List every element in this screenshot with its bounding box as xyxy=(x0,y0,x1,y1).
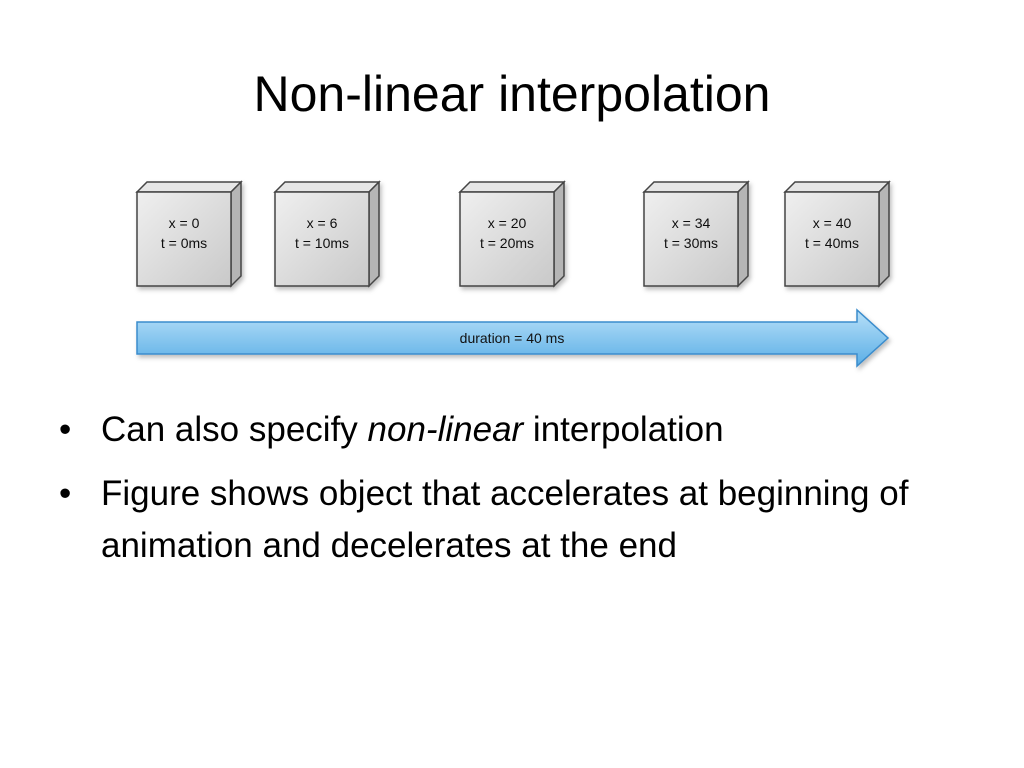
keyframe-t-label: t = 10ms xyxy=(295,235,349,251)
keyframe-t-label: t = 30ms xyxy=(664,235,718,251)
keyframe-x-label: x = 34 xyxy=(672,215,711,231)
bullet-icon: • xyxy=(59,410,72,449)
bullet-2-text: Figure shows object that accelerates at … xyxy=(101,474,909,565)
keyframe-x-label: x = 0 xyxy=(169,215,200,231)
keyframe-box: x = 0 t = 0ms xyxy=(135,180,243,288)
keyframe-box: x = 40 t = 40ms xyxy=(783,180,891,288)
bullet-list: • Can also specify non-linear interpolat… xyxy=(56,404,976,584)
keyframe-t-label: t = 40ms xyxy=(805,235,859,251)
bullet-1-text-b: interpolation xyxy=(523,410,724,449)
bullet-icon: • xyxy=(59,474,72,513)
bullet-item-2: • Figure shows object that accelerates a… xyxy=(56,468,976,572)
slide-title: Non-linear interpolation xyxy=(253,66,771,122)
keyframe-x-label: x = 20 xyxy=(488,215,527,231)
keyframe-box: x = 34 t = 30ms xyxy=(642,180,750,288)
keyframe-box: x = 6 t = 10ms xyxy=(273,180,381,288)
duration-label: duration = 40 ms xyxy=(460,330,565,346)
bullet-1-emphasis: non-linear xyxy=(367,410,524,449)
duration-arrow xyxy=(136,308,890,368)
keyframe-x-label: x = 6 xyxy=(307,215,338,231)
keyframe-t-label: t = 20ms xyxy=(480,235,534,251)
bullet-1-text-a: Can also specify xyxy=(101,410,368,449)
keyframe-box: x = 20 t = 20ms xyxy=(458,180,566,288)
bullet-item-1: • Can also specify non-linear interpolat… xyxy=(56,404,976,456)
keyframe-t-label: t = 0ms xyxy=(161,235,207,251)
keyframe-x-label: x = 40 xyxy=(813,215,852,231)
